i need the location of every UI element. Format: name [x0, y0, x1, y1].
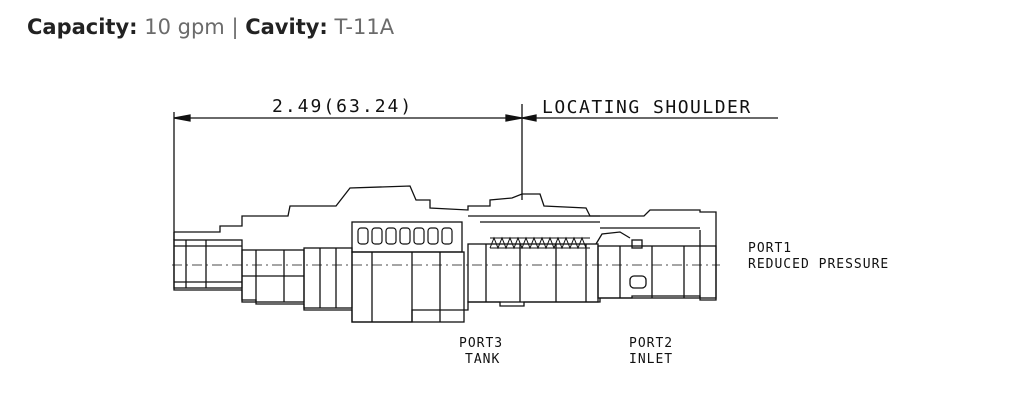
spring-coil	[441, 227, 453, 245]
spring-coil	[413, 227, 425, 245]
main-spring	[357, 227, 453, 245]
port3-label: PORT3	[459, 336, 503, 351]
spec-summary: Capacity: 10 gpm | Cavity: T-11A	[27, 11, 394, 43]
capacity-label: Capacity:	[27, 15, 138, 39]
valve-body	[172, 185, 720, 323]
capacity-value: 10 gpm	[144, 15, 225, 39]
port1-description: REDUCED PRESSURE	[748, 257, 889, 272]
spool-section	[467, 243, 599, 303]
pilot-spring-coils	[489, 236, 587, 250]
spring-coil	[371, 227, 383, 245]
port-hole-upper	[631, 239, 643, 249]
port1-label: PORT1	[748, 241, 792, 256]
seat-profile	[595, 231, 631, 245]
adjust-body	[303, 247, 353, 309]
port3-description: TANK	[465, 352, 500, 367]
spring-coil	[427, 227, 439, 245]
dimension-text: 2.49(63.24)	[272, 96, 413, 117]
upper-profile	[174, 185, 717, 240]
port2-label: PORT2	[629, 336, 673, 351]
spring-coil	[399, 227, 411, 245]
spring-coil	[385, 227, 397, 245]
dimension-arrow-right	[505, 114, 523, 122]
locating-shoulder-text: LOCATING SHOULDER	[542, 97, 752, 118]
cross-port	[629, 275, 647, 289]
dimension-group	[173, 104, 778, 240]
port2-description: INLET	[629, 352, 673, 367]
main-body	[351, 251, 465, 323]
cavity-value: T-11A	[334, 15, 395, 39]
stem-left	[173, 239, 243, 289]
pilot-spring	[489, 236, 590, 250]
spec-separator: |	[231, 15, 239, 39]
nose-section	[597, 245, 717, 299]
dimension-arrow-left	[173, 114, 191, 122]
leader-arrow	[521, 114, 537, 122]
spring-coil	[357, 227, 369, 245]
cavity-label: Cavity:	[245, 15, 328, 39]
